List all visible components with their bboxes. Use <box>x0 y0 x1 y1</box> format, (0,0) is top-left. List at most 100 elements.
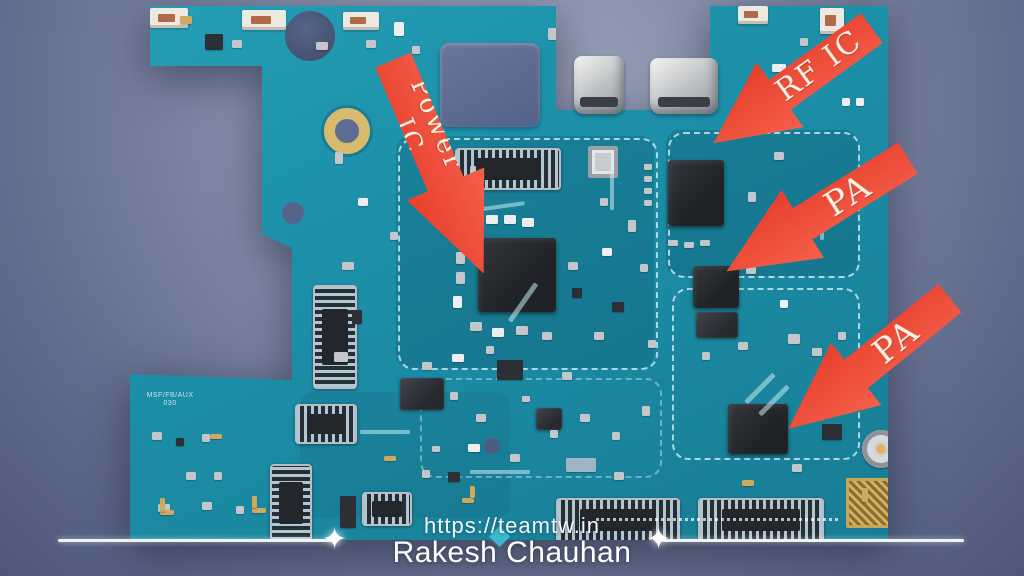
board-connector <box>313 285 357 389</box>
metal-spring-clip <box>574 56 624 114</box>
mounting-hole <box>324 108 370 154</box>
passive-component <box>468 444 480 452</box>
passive-component <box>612 302 624 312</box>
passive-component <box>602 248 612 256</box>
passive-component <box>486 346 494 354</box>
passive-component <box>342 262 354 270</box>
passive-component <box>504 215 516 224</box>
qr-code-label <box>846 478 888 528</box>
passive-component <box>572 288 582 298</box>
passive-component <box>202 502 212 510</box>
passive-component <box>366 40 376 48</box>
silkscreen-text: MSF/FB/AUX 030 <box>132 392 208 408</box>
shield-outline <box>398 138 658 370</box>
passive-component <box>684 242 694 248</box>
board-hole <box>285 11 335 61</box>
passive-component <box>160 510 174 515</box>
chip <box>696 312 738 338</box>
passive-component <box>210 434 222 439</box>
passive-component <box>780 300 788 308</box>
passive-component <box>702 352 710 360</box>
passive-component <box>746 266 756 274</box>
passive-component <box>822 424 842 440</box>
passive-component <box>232 40 242 48</box>
passive-component <box>176 438 184 446</box>
edge-connector <box>150 8 188 28</box>
passive-component <box>644 188 652 194</box>
passive-component <box>316 42 328 50</box>
passive-component <box>358 198 368 206</box>
pa-chip-lower <box>728 404 788 454</box>
passive-component <box>340 496 356 528</box>
passive-component <box>648 340 656 348</box>
chip <box>536 408 562 430</box>
passive-component <box>456 272 465 284</box>
passive-component <box>352 310 362 324</box>
passive-component <box>562 372 572 380</box>
passive-component <box>614 472 624 480</box>
board-hole <box>282 202 304 224</box>
passive-component <box>812 348 822 356</box>
passive-component <box>862 488 868 502</box>
passive-component <box>334 352 348 362</box>
passive-component <box>580 414 590 422</box>
passive-component <box>556 64 562 74</box>
watermark-dotted-trail <box>596 518 838 521</box>
passive-component <box>700 240 710 246</box>
passive-component <box>422 470 430 478</box>
passive-component <box>470 486 475 498</box>
passive-component <box>412 46 420 54</box>
watermark-divider-line <box>58 539 338 542</box>
edge-connector <box>242 10 286 30</box>
passive-component <box>470 470 530 474</box>
passive-component <box>453 296 462 308</box>
board-hole <box>484 438 500 454</box>
passive-component <box>568 262 578 270</box>
passive-component <box>452 354 464 362</box>
passive-component <box>516 326 528 335</box>
passive-component <box>600 198 608 206</box>
passive-component <box>788 334 800 344</box>
chip <box>400 378 444 410</box>
passive-component <box>842 98 850 106</box>
edge-connector <box>738 6 768 24</box>
passive-component <box>522 218 534 227</box>
silkscreen-line: 030 <box>163 400 177 407</box>
passive-component <box>486 215 498 224</box>
passive-component <box>252 508 266 513</box>
passive-component <box>742 480 754 486</box>
silkscreen-line: MSF/FB/AUX <box>146 392 194 399</box>
passive-component <box>448 472 460 482</box>
passive-component <box>548 28 558 40</box>
watermark-url: https://teamtw.in <box>424 513 600 538</box>
passive-component <box>360 430 410 434</box>
passive-component <box>748 192 756 202</box>
passive-component <box>550 430 558 438</box>
passive-component <box>390 232 398 240</box>
passive-component <box>186 472 196 480</box>
edge-connector <box>343 12 379 30</box>
passive-component <box>738 342 748 350</box>
rf-ic-chip <box>668 160 724 226</box>
watermark-divider-line <box>662 539 964 542</box>
passive-component <box>838 332 846 340</box>
passive-component <box>394 22 404 36</box>
passive-component <box>180 16 192 24</box>
passive-component <box>594 332 604 340</box>
passive-component <box>610 170 614 210</box>
metal-spring-clip <box>650 58 718 114</box>
passive-component <box>202 434 210 442</box>
sparkle-icon: ✦ <box>646 523 672 556</box>
passive-component <box>422 362 432 370</box>
passive-component <box>644 200 652 206</box>
board-connector <box>295 404 357 444</box>
passive-component <box>462 498 474 503</box>
shield-can <box>440 43 540 127</box>
passive-component <box>476 414 486 422</box>
passive-component <box>470 166 476 174</box>
passive-component <box>640 264 648 272</box>
passive-component <box>566 458 596 472</box>
passive-component <box>510 454 520 462</box>
passive-component <box>772 64 786 72</box>
passive-component <box>205 34 223 50</box>
